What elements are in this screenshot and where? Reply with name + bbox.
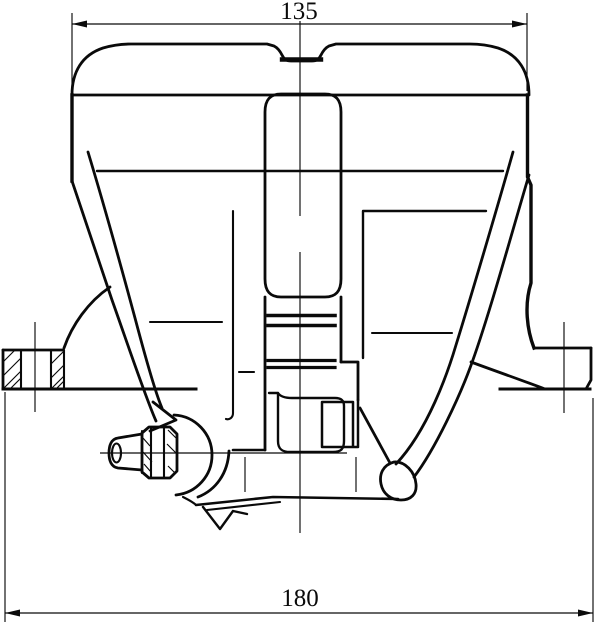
bleeder-tip-bore <box>110 442 123 464</box>
right-arm-inner-edge <box>412 173 531 479</box>
arrowhead-left <box>5 609 20 617</box>
caliper-body <box>70 42 547 479</box>
hatch-lines-inner <box>50 350 65 390</box>
arrowhead-left <box>72 20 87 28</box>
boot-retainer-outline <box>267 391 346 454</box>
right-ear-underside <box>469 360 547 391</box>
arm-foot-outline <box>379 460 418 502</box>
hex-nut-shading <box>142 429 177 474</box>
dimension-bottom: 180 <box>4 392 594 622</box>
channel-outline <box>263 92 343 299</box>
boss-arc-inner <box>196 449 231 499</box>
left-mounting-ear <box>1 285 198 391</box>
piston-channel <box>263 92 392 465</box>
ear-fillet <box>62 285 112 350</box>
brake-pad-area <box>181 460 418 531</box>
left-arm-outer-edge <box>70 179 158 423</box>
wear-indicator-clip <box>201 505 249 531</box>
right-arm-outer-edge <box>394 150 515 466</box>
arrowhead-right <box>512 20 527 28</box>
pad-lower-edge <box>205 500 282 512</box>
hex-nut-facets <box>149 425 166 480</box>
piston-block-outline <box>320 398 360 449</box>
hex-nut-outline <box>140 425 179 480</box>
ear-right-edge <box>584 346 593 391</box>
guide-pin-line <box>224 209 235 421</box>
bleeder-screw <box>107 413 231 499</box>
section-hatching-left <box>2 349 65 390</box>
arrowhead-right <box>578 609 593 617</box>
left-arm-inner-edge <box>86 150 164 410</box>
boss-to-pad-link <box>181 495 198 507</box>
hatch-lines-outer <box>2 349 22 390</box>
right-mounting-ear <box>498 346 593 391</box>
boss-arc-outer <box>172 413 214 497</box>
inner-pocket-outline <box>361 209 488 360</box>
pad-top-edge <box>194 495 400 507</box>
right-edge <box>525 93 537 351</box>
ear-bore-edges <box>19 348 66 391</box>
centerlines <box>34 21 565 533</box>
lower-right-slope <box>358 406 392 465</box>
channel-step <box>339 360 360 402</box>
dimension-top-value: 135 <box>280 0 318 25</box>
dimension-bottom-value: 180 <box>281 585 319 612</box>
bleeder-tip-outline <box>107 432 144 472</box>
